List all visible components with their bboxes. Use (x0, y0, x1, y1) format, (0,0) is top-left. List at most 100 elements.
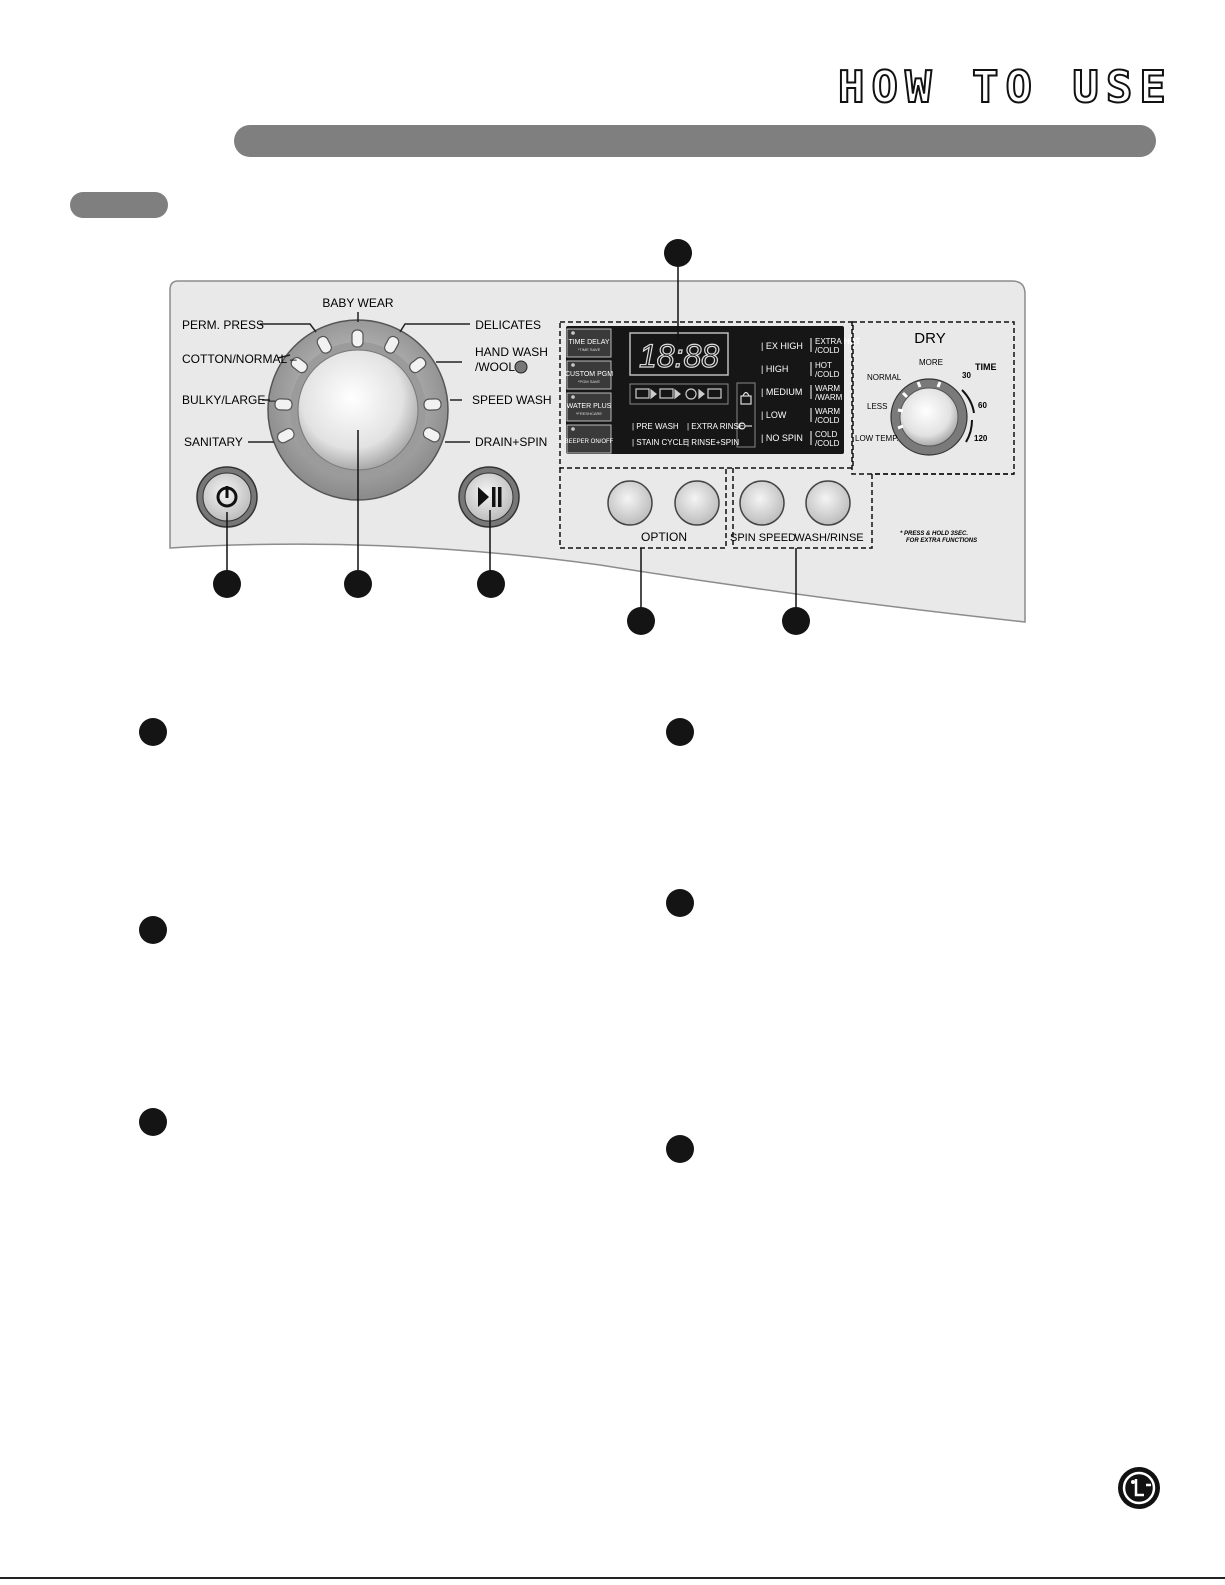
dry-dial: DRY MORE NORMAL LESS LOW TEMP. TIME 30 6… (851, 321, 1015, 475)
temp-4b: /COLD (815, 416, 840, 425)
svg-text:*FRESHCARE: *FRESHCARE (576, 411, 603, 416)
digit-readout: 18:88 (639, 338, 719, 374)
spin-speed-label: SPIN SPEED (730, 532, 796, 544)
dry-normal: NORMAL (867, 373, 902, 382)
done-icon (707, 388, 722, 399)
dry-120: 120 (974, 434, 988, 443)
label-sanitary: SANITARY (184, 435, 243, 449)
label-bulky-large: BULKY/LARGE – (182, 393, 276, 407)
callout-dot (344, 570, 372, 598)
callout-dot (782, 607, 810, 635)
dry-60: 60 (978, 401, 987, 410)
lg-logo-icon (1118, 1467, 1160, 1509)
label-perm-press: PERM. PRESS (182, 318, 264, 332)
bottom-rule (0, 1577, 1225, 1579)
section-pill (70, 192, 168, 218)
title-bar (234, 125, 1156, 157)
temp-2a: HOT (815, 361, 832, 370)
label-delicates: DELICATES (475, 318, 541, 332)
dry-title: DRY (914, 330, 945, 347)
time-delay-button[interactable]: TIME DELAY *TIME SAVE (566, 328, 612, 358)
arrow-icon (674, 388, 681, 400)
option-extra-rinse: | EXTRA RINSE (687, 422, 744, 431)
spin-icon (685, 388, 697, 400)
temp-1a: EXTRA HOT (815, 337, 860, 346)
label-speed-wash: SPEED WASH (472, 393, 552, 407)
label-baby-wear: BABY WEAR (322, 296, 393, 310)
label-drain-spin: DRAIN+SPIN (475, 435, 547, 449)
spin-ex-high: | EX HIGH (761, 341, 803, 351)
program-dial: BABY WEAR PERM. PRESS DELICATES COTTON/N… (182, 296, 552, 501)
play-pause-icon (478, 487, 489, 507)
page-title: HOW TO USE (837, 61, 1173, 114)
temp-3b: /WARM (815, 393, 843, 402)
option-rinse-spin: | RINSE+SPIN (687, 438, 739, 447)
water-plus-button[interactable]: WATER PLUS *FRESHCARE (566, 392, 612, 422)
wool-icon (514, 360, 528, 374)
progress-icons-frame (629, 383, 729, 405)
display-panel (566, 326, 844, 454)
svg-text:*TIME SAVE: *TIME SAVE (578, 347, 601, 352)
temp-2b: /COLD (815, 370, 840, 379)
svg-text:TIME DELAY: TIME DELAY (568, 339, 609, 346)
dry-low-temp: LOW TEMP. (855, 434, 899, 443)
section-bullet (139, 1108, 167, 1136)
power-button[interactable] (196, 466, 258, 528)
callout-dot (213, 570, 241, 598)
custom-pgm-button[interactable]: CUSTOM PGM *PGM SAVE (565, 360, 613, 390)
settings-callout-border (732, 468, 1014, 549)
temp-5a: COLD (815, 430, 837, 439)
section-bullet (666, 1135, 694, 1163)
lock-indicator-frame (736, 382, 756, 448)
control-panel-diagram: BABY WEAR PERM. PRESS DELICATES COTTON/N… (169, 262, 1026, 623)
note-line-2: FOR EXTRA FUNCTIONS (906, 538, 977, 544)
arrow-icon (650, 388, 657, 400)
wash-rinse-button[interactable] (805, 480, 851, 526)
option-pre-wash: | PRE WASH (632, 422, 679, 431)
dry-30: 30 (962, 371, 971, 380)
label-hand-wash: HAND WASH (475, 345, 548, 359)
section-bullet (139, 718, 167, 746)
cycle-buttons: TIME DELAY *TIME SAVE CUSTOM PGM *PGM SA… (565, 328, 614, 454)
option-callout-border (559, 468, 727, 549)
svg-text:WATER PLUS: WATER PLUS (567, 403, 612, 410)
rinse-icon (659, 388, 674, 399)
section-bullet (666, 889, 694, 917)
label-cotton-normal: COTTON/NORMAL – (182, 352, 297, 366)
beeper-button[interactable]: BEEPER ON/OFF (565, 424, 614, 454)
callout-dot (477, 570, 505, 598)
spin-none: | NO SPIN (761, 433, 803, 443)
spin-speed-button[interactable] (739, 480, 785, 526)
dry-knob[interactable] (899, 387, 959, 447)
dry-time: TIME (975, 362, 997, 372)
temp-1b: /COLD (815, 346, 840, 355)
label-wool: /WOOL (475, 360, 515, 374)
note-line-1: * PRESS & HOLD 3SEC. (900, 531, 968, 537)
start-pause-button[interactable] (458, 466, 520, 528)
callout-dot (664, 239, 692, 267)
time-arc (961, 389, 975, 414)
temp-4a: WARM (815, 407, 840, 416)
spin-low: | LOW (761, 410, 787, 420)
digit-readout-frame (629, 332, 729, 376)
spin-high: | HIGH (761, 364, 788, 374)
dry-more: MORE (919, 358, 943, 367)
lock-icon (740, 395, 752, 405)
svg-text:BEEPER ON/OFF: BEEPER ON/OFF (565, 439, 614, 445)
temp-3a: WARM (815, 384, 840, 393)
dry-less: LESS (867, 402, 887, 411)
option-button-1[interactable] (607, 480, 653, 526)
option-label: OPTION (641, 530, 687, 544)
display-callout-border (559, 321, 854, 469)
spin-medium: | MEDIUM (761, 387, 802, 397)
option-button-2[interactable] (674, 480, 720, 526)
svg-text:CUSTOM PGM: CUSTOM PGM (565, 371, 613, 378)
wash-icon (635, 388, 650, 399)
wash-rinse-label: WASH/RINSE (794, 532, 863, 544)
section-bullet (666, 718, 694, 746)
svg-text:*PGM SAVE: *PGM SAVE (578, 379, 600, 384)
callout-dot (627, 607, 655, 635)
arrow-icon (698, 388, 705, 400)
temp-5b: /COLD (815, 439, 840, 448)
section-bullet (139, 916, 167, 944)
